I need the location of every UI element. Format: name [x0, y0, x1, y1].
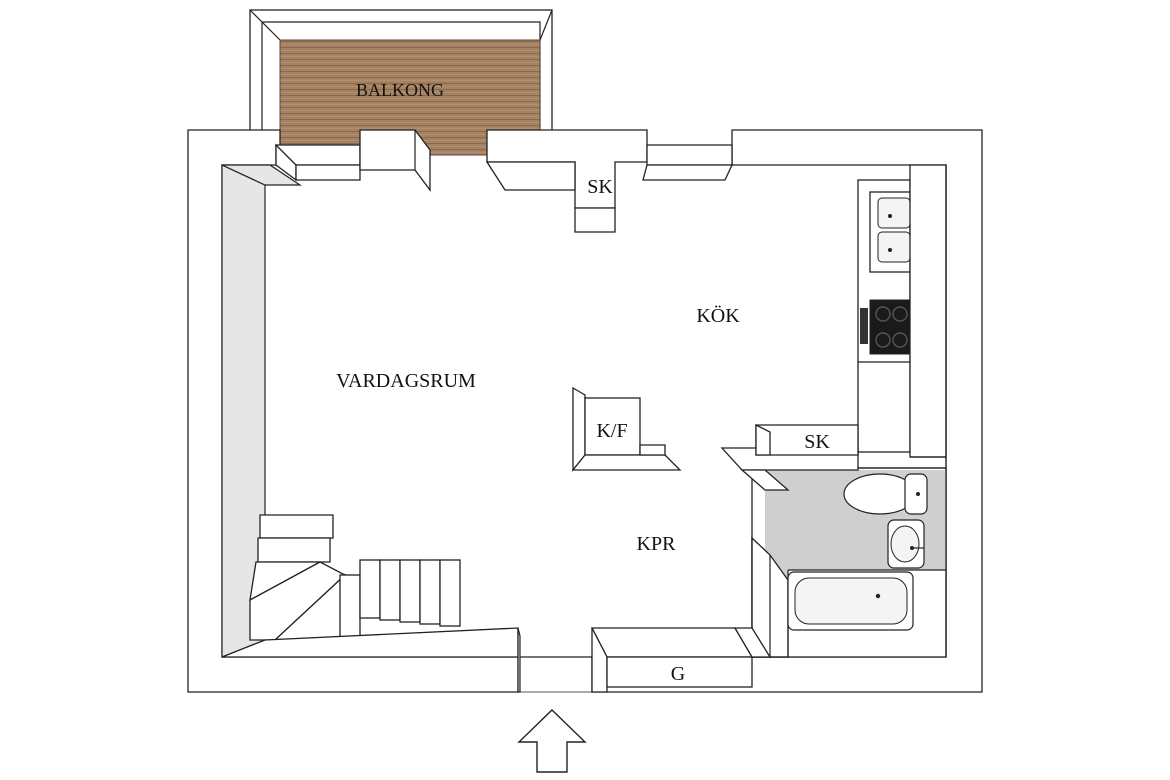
closet-right: SK [720, 423, 859, 491]
closet-top-label: SK [587, 176, 613, 198]
kitchen-counter [857, 164, 947, 458]
wash-basin-icon [887, 519, 925, 569]
toilet-icon [843, 473, 928, 515]
staircase-icon [221, 514, 521, 693]
fridge-freezer: K/F [571, 386, 682, 472]
double-sink-icon [877, 197, 911, 263]
hall-label: KPR [637, 533, 677, 555]
wardrobe-label: G [671, 663, 685, 685]
balcony-label: BALKONG [356, 80, 444, 100]
fridge-freezer-label: K/F [596, 420, 627, 442]
bathtub-icon [787, 571, 914, 631]
bathroom [751, 165, 947, 658]
arrow-up-icon [517, 709, 587, 773]
cooktop-icon [860, 299, 911, 355]
wardrobe: G [590, 627, 772, 693]
top-wall-blocks: SK [275, 129, 734, 233]
kitchen-label: KÖK [696, 304, 740, 327]
living-room-label: VARDAGSRUM [336, 370, 476, 392]
closet-right-label: SK [804, 431, 830, 453]
